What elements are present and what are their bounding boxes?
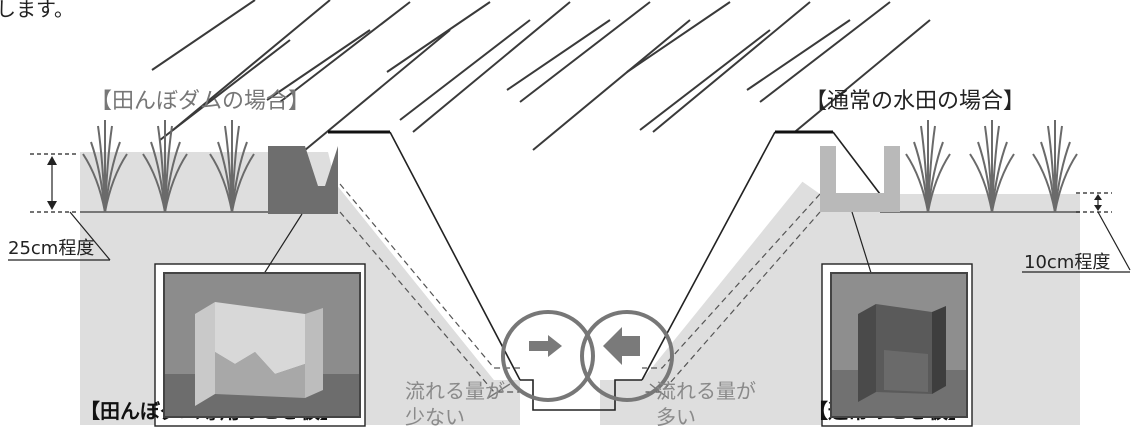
- rain-streak: [399, 19, 531, 121]
- rice-leaf: [905, 153, 929, 213]
- left-flow-label-line2: 少ない: [405, 405, 465, 429]
- rain-streak: [266, 29, 371, 101]
- rain-streak: [639, 29, 771, 131]
- right-weir-photo: [830, 272, 968, 418]
- left-depth-marker: [8, 153, 111, 261]
- rain-streak: [759, 1, 891, 103]
- right-depth-marker: [1022, 192, 1131, 273]
- rice-leaf: [231, 153, 255, 213]
- right-embankment: [600, 132, 833, 380]
- right-flow-circle: [580, 310, 674, 402]
- left-weir-plate: [268, 146, 338, 214]
- right-plate-connector: [851, 211, 873, 277]
- rice-leaf: [991, 153, 1015, 213]
- rain-streak: [172, 0, 331, 131]
- left-flow-circle: [501, 310, 595, 402]
- rice-leaf: [142, 153, 166, 213]
- rice-leaf: [1054, 153, 1078, 213]
- rain-streak: [519, 1, 651, 103]
- rice-leaf: [969, 153, 993, 213]
- rain-streak: [772, 19, 931, 151]
- right-slope-line: [832, 131, 881, 195]
- rice-leaf: [164, 153, 188, 213]
- rice-leaf: [1032, 153, 1056, 213]
- rain-streak: [652, 1, 811, 133]
- left-case-title: 【田んぼダムの場合】: [90, 89, 310, 114]
- drain-channel: [520, 379, 642, 411]
- rain-streak: [292, 29, 451, 161]
- right-flow-label-line1: 流れる量が: [656, 379, 756, 403]
- right-embankment-line: [641, 131, 776, 381]
- right-flow-pointer: [649, 383, 669, 399]
- rice-leaf: [82, 153, 106, 213]
- rain-streak: [151, 0, 256, 71]
- rain-streak: [279, 1, 411, 103]
- rain-streak: [626, 1, 731, 73]
- rain-streak: [386, 1, 491, 73]
- rice-leaf: [927, 153, 951, 213]
- rain-streak: [412, 1, 571, 133]
- left-embankment: [328, 132, 520, 380]
- rain-lines: [151, 0, 931, 161]
- rice-leaf: [104, 153, 128, 213]
- left-pipe-lower: [339, 211, 520, 393]
- rain-streak: [506, 19, 611, 91]
- left-weir-photo: [163, 272, 361, 418]
- left-plate-connector: [259, 213, 303, 281]
- left-depth-label: 25cm程度: [8, 238, 94, 259]
- rain-streak: [532, 19, 691, 151]
- right-pipe-upper: [642, 193, 821, 369]
- right-weir-plate: [820, 146, 900, 212]
- top-fragment-text: します。: [0, 0, 74, 21]
- right-flow-label-line2: 多い: [656, 405, 696, 429]
- rain-streak: [746, 19, 851, 91]
- right-pipe-lower: [642, 211, 821, 393]
- right-depth-label: 10cm程度: [1024, 252, 1110, 273]
- left-flow-pointer: [487, 383, 511, 399]
- right-case-title: 【通常の水田の場合】: [805, 89, 1025, 114]
- rice-plants: [82, 120, 1078, 213]
- left-embankment-line: [389, 131, 521, 381]
- small-flow-arrow: [529, 335, 562, 357]
- large-flow-arrow: [603, 327, 640, 365]
- rice-leaf: [209, 153, 233, 213]
- left-flow-label-line1: 流れる量が: [405, 379, 505, 403]
